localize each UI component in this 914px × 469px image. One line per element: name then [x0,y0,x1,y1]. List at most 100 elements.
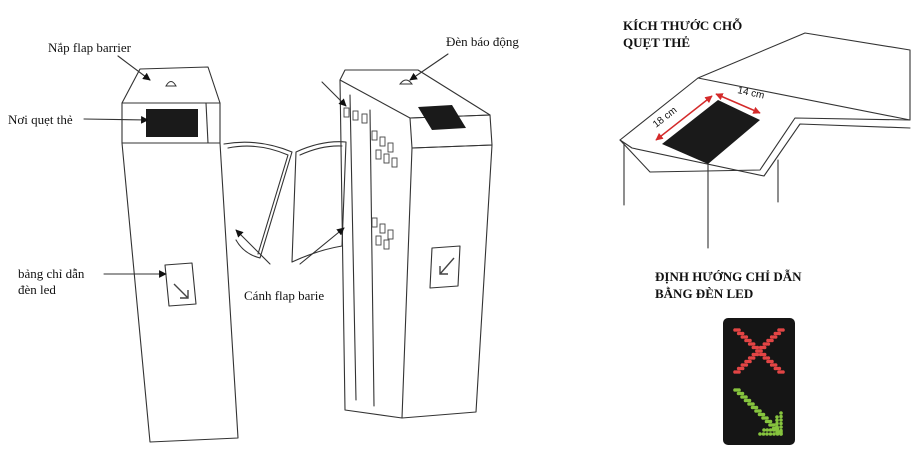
led-cross-dot [757,349,761,353]
right-cabinet [339,69,493,419]
led-title-line1: ĐỊNH HƯỚNG CHỈ DẪN [655,269,802,284]
led-arrow-dot [779,432,783,436]
label-flap-wings: Cánh flap barie [244,288,324,303]
led-cross-dot [775,366,780,371]
led-cross-dot [764,356,769,360]
led-arrow-dot [779,425,783,429]
label-card-reader: Nơi quẹt thẻ [8,112,73,127]
card-area-detail: KÍCH THƯỚC CHỖ QUẸT THẺ 18 cm 14 cm [619,18,911,249]
led-cross-dot [742,335,747,339]
callout-arrows [83,53,449,278]
led-arrow-dot [745,398,750,403]
left-cover-edge [205,102,209,144]
led-cross-dot [760,352,765,357]
led-go-arrow-icon [733,388,783,436]
led-guide-detail: ĐỊNH HƯỚNG CHỈ DẪN BẰNG ĐÈN LED [655,269,802,445]
label-led-guide-line2: đèn led [18,282,56,297]
led-cross-dot [746,359,750,364]
led-arrow-dot [775,415,779,419]
card-area-top-surface [619,32,911,173]
led-title-line2: BẰNG ĐÈN LED [655,286,753,301]
led-cross-dot [779,370,783,374]
led-cross-dot [775,331,780,336]
led-cross-dot [742,363,747,367]
dim-length-label: 18 cm [651,105,679,130]
led-arrow-dot [759,412,764,417]
led-arrow-dot [771,428,776,432]
card-area-ridge [697,77,911,121]
card-area-title-line1: KÍCH THƯỚC CHỖ [623,18,742,33]
led-arrow-dot [742,395,746,399]
led-cross-dot [753,345,758,350]
led-arrow-dot [775,418,779,423]
led-arrow-dot [765,428,770,432]
dim-width-label: 14 cm [736,85,765,101]
led-arrow-dot [775,428,779,432]
led-arrow-dot [761,432,766,436]
right-cabinet-side [339,79,413,419]
right-cabinet-side-frame-2 [369,109,375,407]
dim-length-line [655,95,713,141]
label-led-guide-line1: bảng chỉ dẫn [18,266,85,281]
led-cross-dot [746,338,750,343]
dim-width-line [715,93,761,114]
led-cross-dot [749,356,754,360]
led-arrow-dot [775,424,779,429]
led-arrow-dot [735,388,739,392]
led-arrow-dot [775,421,779,426]
led-panel-frame [723,318,795,445]
left-led-panel [164,262,197,307]
card-area-title-line2: QUẸT THẺ [623,35,690,50]
right-cover-top [339,69,491,119]
left-alarm-light [165,81,177,87]
led-cross-dot [760,345,765,350]
led-arrow-dot [779,428,783,433]
led-arrow-dot [779,414,783,419]
led-cross-dot [779,328,783,332]
right-cabinet-front [401,144,493,419]
led-arrow-dot [756,409,760,413]
right-cabinet-side-frame [349,94,357,401]
right-led-arrow-icon [439,257,455,275]
led-cross-dot [753,352,758,357]
led-arrow-dot [766,419,771,424]
led-cross-dot [738,331,743,336]
card-area-front-edge [619,123,911,177]
led-cross-dot [771,335,776,339]
led-arrow-dot [758,432,762,436]
led-arrow-dot [770,423,774,427]
led-arrow-dot [762,428,766,432]
left-led-arrow-icon [173,283,189,299]
led-arrow-dot [768,428,773,432]
left-cabinet [121,66,239,443]
label-cover: Nắp flap barrier [48,40,132,55]
left-cabinet-body [121,142,239,443]
left-flap-wing [223,141,293,259]
left-card-reader [146,109,198,137]
led-arrow-dot [775,432,780,436]
led-arrow-dot [768,432,773,436]
led-stop-cross-icon [733,328,785,374]
led-arrow-dot [765,432,769,436]
led-arrow-dot [779,421,783,426]
led-cross-dot [768,359,772,364]
right-cabinet-led-holes [343,107,398,250]
led-arrow-dot [763,416,767,420]
led-arrow-dot [738,391,743,396]
led-cross-dot [735,370,739,374]
label-alarm-light: Đèn báo động [446,34,519,49]
led-cross-dot [749,342,754,346]
right-card-reader [418,105,466,130]
led-arrow-dot [779,418,783,422]
card-area-pad [662,100,760,164]
led-cross-dot [738,366,743,371]
led-arrow-dot [779,411,783,415]
right-led-panel [429,245,461,289]
led-arrow-dot [749,402,753,406]
right-flap-wing [291,141,347,263]
led-cross-dot [764,342,769,346]
right-flap-wing-inner [299,145,343,156]
right-alarm-light [398,79,414,85]
led-cross-dot [735,328,739,332]
